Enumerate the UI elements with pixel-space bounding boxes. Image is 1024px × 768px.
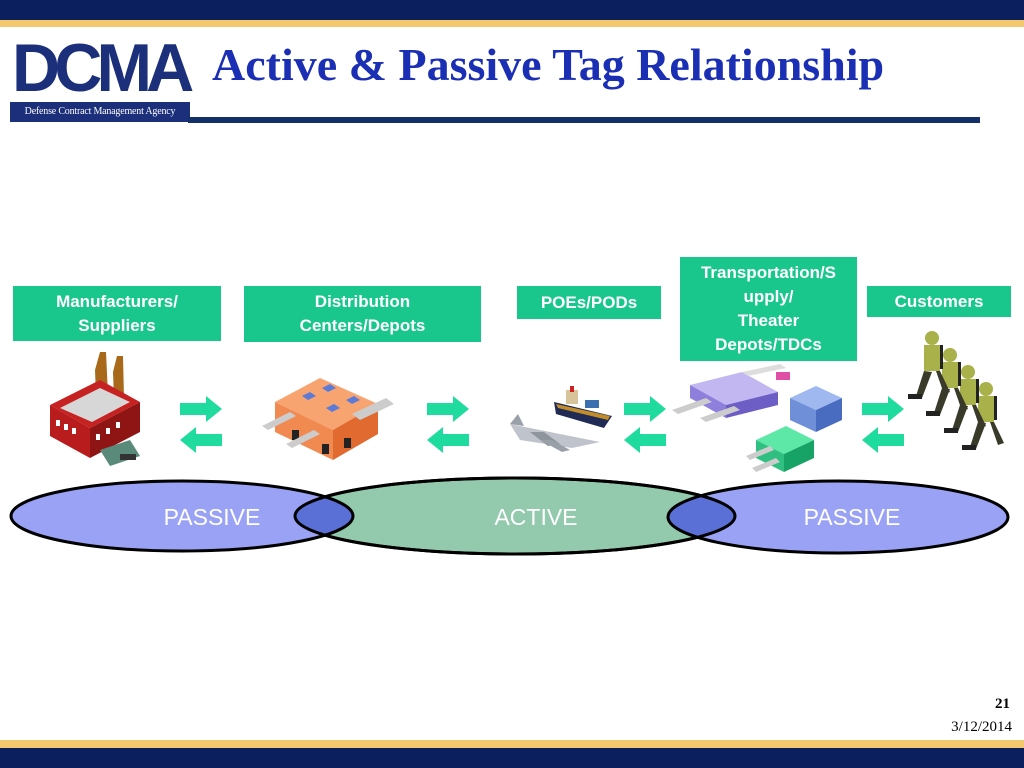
arrow-right-1 — [180, 396, 222, 422]
bottom-gold-bar — [0, 740, 1024, 748]
zone-label-passive-left: PASSIVE — [163, 504, 261, 530]
label-manufacturers-text: Manufacturers/ Suppliers — [56, 291, 178, 335]
arrow-right-3 — [624, 396, 666, 422]
slide-title: Active & Passive Tag Relationship — [212, 39, 885, 90]
ship-plane-icon — [510, 386, 612, 452]
label-poes-text: POEs/PODs — [540, 292, 638, 312]
zone-label-active: ACTIVE — [494, 504, 578, 530]
arrow-left-1 — [180, 427, 222, 453]
title-rule — [188, 117, 980, 123]
top-gold-bar — [0, 20, 1024, 27]
slide-date: 3/12/2014 — [951, 719, 1012, 735]
bottom-navy-bar — [0, 748, 1024, 768]
arrow-pair-1 — [180, 396, 222, 453]
zone-label-passive-right: PASSIVE — [803, 504, 901, 530]
label-poes: POEs/PODs — [516, 285, 662, 320]
arrow-left-4 — [862, 427, 904, 453]
arrow-left-3 — [624, 427, 666, 453]
arrow-pair-4 — [862, 396, 904, 453]
soldiers-icon — [908, 331, 1004, 450]
label-transportation-text: Transportation/S upply/ Theater Depots/T… — [700, 263, 837, 354]
factory-icon — [50, 352, 140, 466]
arrow-left-2 — [427, 427, 469, 453]
arrow-pair-2 — [427, 396, 469, 453]
arrow-pair-3 — [624, 396, 666, 453]
depot-icon — [672, 364, 842, 472]
top-navy-bar — [0, 0, 1024, 20]
label-customers-text: Customers — [894, 291, 984, 311]
label-transportation: Transportation/S upply/ Theater Depots/T… — [679, 256, 858, 362]
zone-ellipse-passive-left — [11, 481, 353, 551]
label-customers: Customers — [866, 285, 1012, 318]
label-manufacturers: Manufacturers/ Suppliers — [12, 285, 222, 342]
page-number: 21 — [995, 696, 1010, 712]
warehouse-icon — [262, 378, 394, 460]
logo-wordmark: DCMA — [12, 30, 194, 106]
label-distribution: Distribution Centers/Depots — [243, 285, 482, 343]
label-distribution-text: Distribution Centers/Depots — [299, 292, 426, 335]
arrow-right-2 — [427, 396, 469, 422]
dcma-logo: DCMA Defense Contract Management Agency — [8, 30, 194, 128]
logo-subtitle: Defense Contract Management Agency — [10, 102, 190, 122]
arrow-right-4 — [862, 396, 904, 422]
zone-ellipse-passive-right — [668, 481, 1008, 553]
